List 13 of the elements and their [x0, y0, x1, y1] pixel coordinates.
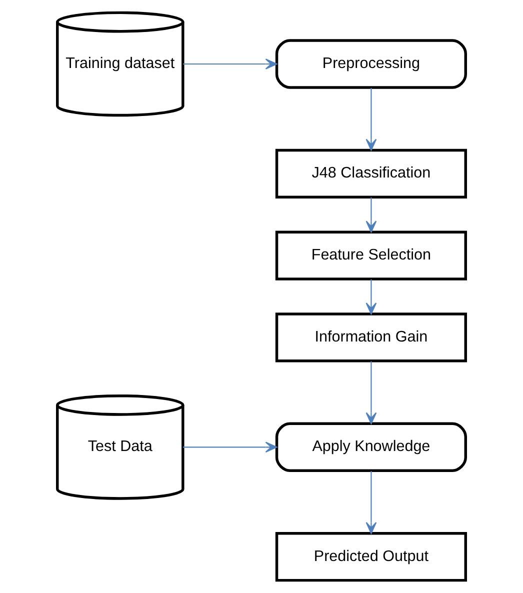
node-box: Information Gain	[275, 312, 467, 362]
arrow	[366, 279, 377, 314]
arrow	[182, 442, 278, 453]
node-box: Preprocessing	[275, 39, 467, 89]
arrow	[366, 361, 377, 424]
arrow	[366, 471, 377, 534]
node-box: J48 Classification	[275, 148, 467, 199]
arrow	[366, 197, 377, 233]
node-box: Apply Knowledge	[275, 422, 467, 472]
node-box: Feature Selection	[275, 230, 467, 280]
node-box: Predicted Output	[275, 532, 467, 582]
arrow	[366, 88, 377, 151]
arrow	[182, 58, 278, 70]
